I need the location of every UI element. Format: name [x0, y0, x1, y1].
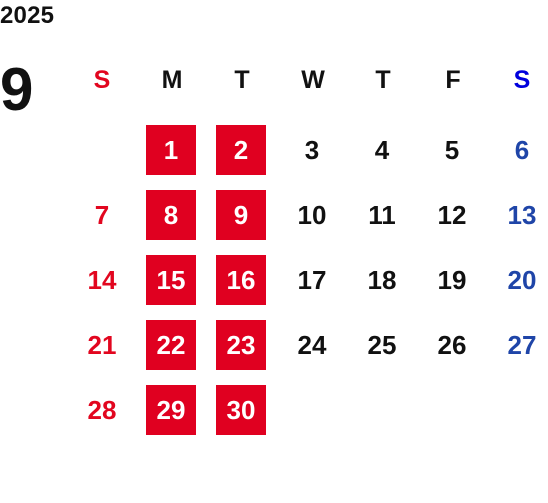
weekday-thursday: T: [375, 65, 391, 94]
calendar-day: 15: [146, 255, 196, 305]
calendar-month: 9: [0, 56, 34, 123]
calendar-day: 16: [216, 255, 266, 305]
weekday-friday: F: [445, 65, 461, 94]
calendar-day: 2: [216, 125, 266, 175]
weekday-tuesday: T: [234, 65, 250, 94]
calendar-day: 20: [507, 265, 537, 295]
weekday-saturday: S: [513, 65, 531, 94]
weekday-sunday: S: [93, 65, 111, 94]
calendar-day: 10: [297, 200, 327, 230]
calendar-day: 17: [297, 265, 327, 295]
calendar-day: 19: [437, 265, 467, 295]
calendar-day: 30: [216, 385, 266, 435]
calendar-day: 26: [437, 330, 467, 360]
calendar-day: 1: [146, 125, 196, 175]
calendar-day: 12: [437, 200, 467, 230]
calendar-day: 25: [367, 330, 397, 360]
calendar-day: 23: [216, 320, 266, 370]
calendar-day: 28: [87, 395, 117, 425]
weekday-wednesday: W: [301, 65, 325, 94]
calendar-day: 11: [368, 200, 396, 230]
calendar-day: 22: [146, 320, 196, 370]
calendar-day: 14: [87, 265, 117, 295]
calendar-day: 21: [87, 330, 117, 360]
calendar-day: 8: [146, 190, 196, 240]
calendar-day: 6: [514, 135, 530, 165]
calendar-day: 5: [444, 135, 460, 165]
calendar-day: 24: [297, 330, 327, 360]
calendar-year: 2025: [0, 2, 55, 29]
calendar-day: 13: [507, 200, 537, 230]
calendar-day: 9: [216, 190, 266, 240]
calendar-day: 7: [94, 200, 110, 230]
calendar-day: 27: [507, 330, 537, 360]
calendar-day: 18: [367, 265, 397, 295]
calendar-day: 3: [304, 135, 320, 165]
calendar-day: 29: [146, 385, 196, 435]
calendar-day: 4: [374, 135, 390, 165]
weekday-monday: M: [161, 65, 183, 94]
